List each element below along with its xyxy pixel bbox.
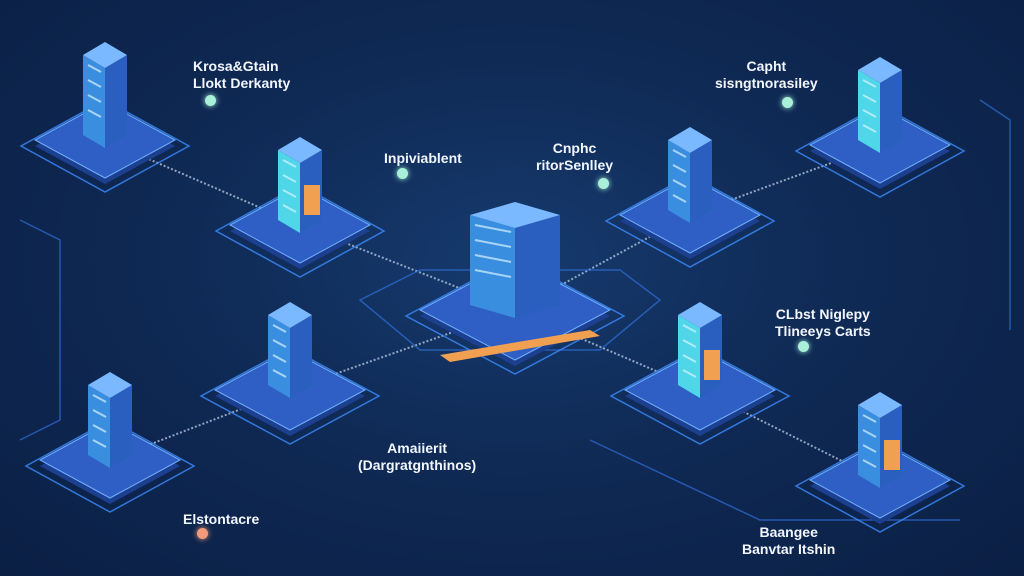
node-label-tower: Inpiviablent — [384, 150, 462, 167]
window-strip — [682, 369, 697, 378]
window-strip — [682, 339, 697, 348]
window-strip — [672, 179, 687, 188]
orange-panel — [884, 440, 900, 470]
label-line: Inpiviablent — [384, 150, 462, 166]
window-strip — [272, 354, 287, 363]
window-strip — [87, 94, 102, 103]
window-strip — [862, 444, 877, 453]
label-line: (Dargratgnthinos) — [358, 457, 477, 473]
label-line: Cnphc — [552, 140, 597, 156]
circuit-trace — [19, 219, 61, 441]
window-strip — [474, 269, 512, 278]
building-right-face — [880, 70, 902, 153]
building-roof — [83, 42, 127, 68]
label-line: Baangee — [759, 524, 818, 540]
node-dot — [205, 95, 216, 106]
building-right-face — [110, 385, 132, 468]
window-strip — [272, 324, 287, 333]
window-strip — [87, 64, 102, 73]
label-line: sisngtnorasiley — [715, 75, 818, 91]
building-roof — [278, 137, 322, 163]
window-strip — [474, 254, 512, 263]
window-strip — [672, 149, 687, 158]
window-strip — [682, 324, 697, 333]
window-strip — [92, 394, 107, 403]
building-roof — [858, 57, 902, 83]
orange-light-strip — [440, 330, 600, 362]
node-dot — [397, 168, 408, 179]
platform-outline — [24, 419, 196, 513]
window-strip — [87, 109, 102, 118]
node-dot — [798, 341, 809, 352]
label-line: ritorSenlley — [536, 157, 614, 173]
node-dot — [598, 178, 609, 189]
window-strip — [672, 194, 687, 203]
building-roof — [668, 127, 712, 153]
orange-panel — [304, 185, 320, 215]
window-strip — [682, 354, 697, 363]
window-strip — [92, 409, 107, 418]
window-strip — [282, 189, 297, 198]
node-dot — [197, 528, 208, 539]
label-line: Llokt Derkanty — [193, 75, 291, 91]
window-strip — [862, 124, 877, 133]
building-roof — [88, 372, 132, 398]
node-dot — [782, 97, 793, 108]
platform-outline — [199, 347, 381, 445]
platform-outline — [404, 257, 626, 375]
window-strip — [92, 424, 107, 433]
building-right-face — [290, 315, 312, 398]
node-label-center-bottom: Amaiierit(Dargratgnthinos) — [358, 440, 476, 474]
platform-outline — [794, 439, 966, 533]
window-strip — [862, 429, 877, 438]
window-strip — [282, 159, 297, 168]
label-line: Amaiierit — [387, 440, 448, 456]
circuit-trace — [358, 269, 662, 351]
building-right-face — [515, 215, 560, 318]
label-line: Banvtar Itshin — [742, 541, 836, 557]
window-strip — [474, 224, 512, 233]
window-strip — [862, 414, 877, 423]
window-strip — [862, 94, 877, 103]
platform-outline — [794, 104, 966, 198]
building-right-face — [690, 140, 712, 223]
window-strip — [87, 79, 102, 88]
label-line: CLbst Niglepy — [775, 306, 870, 322]
building-roof — [858, 392, 902, 418]
orange-panel — [704, 350, 720, 380]
window-strip — [272, 369, 287, 378]
window-strip — [474, 239, 512, 248]
window-strip — [282, 204, 297, 213]
circuit-trace — [979, 99, 1011, 330]
platform-outline — [609, 347, 791, 445]
label-line: Krosa&Gtain — [193, 58, 279, 74]
window-strip — [862, 79, 877, 88]
window-strip — [862, 459, 877, 468]
window-strip — [282, 174, 297, 183]
platform-outline — [214, 184, 386, 278]
building-roof — [268, 302, 312, 328]
window-strip — [672, 164, 687, 173]
window-strip — [92, 439, 107, 448]
window-strip — [862, 109, 877, 118]
platform-outline — [19, 99, 191, 193]
circuit-trace — [589, 439, 960, 521]
building-left-face — [83, 55, 105, 148]
label-line: Capht — [746, 58, 787, 74]
window-strip — [272, 339, 287, 348]
node-label-bottom-left: Elstontacre — [183, 511, 259, 528]
platform-outline — [604, 174, 776, 268]
label-line: Tlineeys Carts — [775, 323, 871, 339]
label-line: Elstontacre — [183, 511, 260, 527]
building-roof — [470, 202, 560, 228]
building-right-face — [105, 55, 127, 148]
building-roof — [678, 302, 722, 328]
